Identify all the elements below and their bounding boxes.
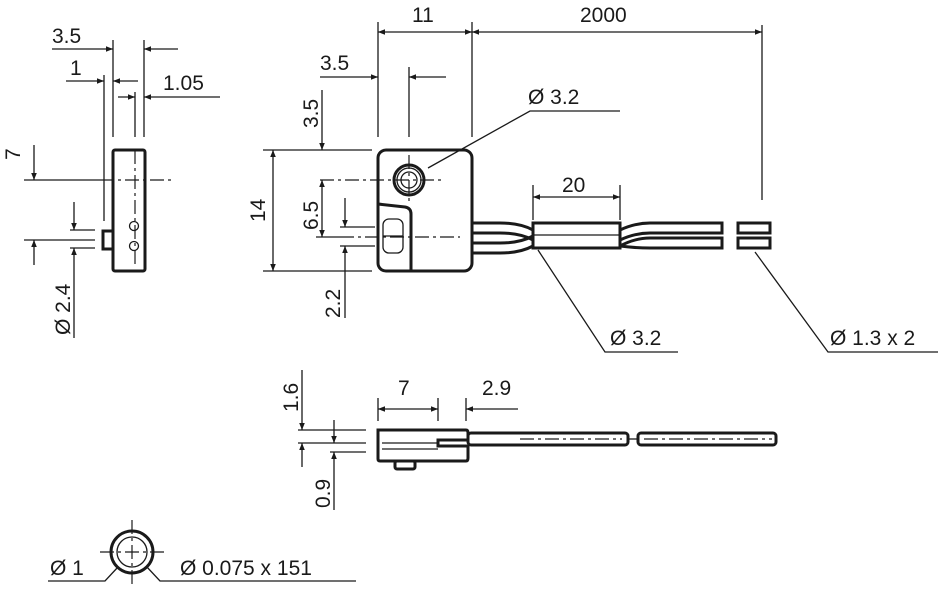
dim-front-height: 14: [247, 198, 270, 222]
side-lens-hole: [128, 240, 140, 252]
fiber-end-upper: [736, 221, 772, 235]
dim-top-thickness: 1.6: [280, 383, 303, 412]
dim-top-offset: 0.9: [312, 479, 335, 508]
cable-fiber-upper: [619, 221, 724, 242]
dim-cable-length: 2000: [580, 4, 627, 27]
fiber-end-lower: [736, 236, 772, 250]
dim-sleeve-length: 20: [562, 174, 585, 197]
fiber-core-circle: [116, 536, 148, 568]
side-lens-bump: [101, 229, 115, 251]
dim-lens-offset: 2.2: [322, 289, 345, 318]
top-tab: [393, 459, 417, 471]
dim-sleeve-diameter: Ø 3.2: [610, 327, 661, 350]
top-body: [376, 428, 470, 463]
dim-top-slot: 2.9: [482, 377, 511, 400]
dim-fiber-core: Ø 0.075 x 151: [180, 557, 312, 580]
side-view: 3.5 1 1.05 7 Ø 2.4: [2, 25, 220, 338]
dim-fiber-outer: Ø 1: [50, 557, 84, 580]
dim-hole-offset-y: 3.5: [300, 99, 323, 128]
dim-hole-offset-x: 3.5: [320, 52, 349, 75]
dim-hole-diameter: Ø 3.2: [528, 86, 579, 109]
fiber-section: Ø 1 Ø 0.075 x 151: [48, 520, 356, 586]
front-body: [376, 148, 474, 273]
dim-side-lens-offset: 1.05: [163, 72, 204, 95]
dim-side-offset: 1: [70, 57, 82, 80]
side-body: [111, 148, 147, 273]
dim-lens-spacing: 6.5: [300, 201, 323, 230]
cable-lower: [472, 234, 534, 255]
cable-fiber-lower: [619, 236, 724, 250]
side-lens-hole: [128, 220, 140, 232]
cable-upper: [472, 221, 534, 242]
dim-side-lens-diameter: Ø 2.4: [52, 283, 75, 335]
front-lens-window: [377, 202, 413, 271]
dim-side-width: 3.5: [52, 25, 81, 48]
dim-side-height: 7: [2, 148, 25, 160]
dim-front-width: 11: [412, 4, 434, 27]
top-view: 7 2.9 1.6 0.9: [280, 370, 778, 510]
dim-fiber-diameter: Ø 1.3 x 2: [830, 327, 915, 350]
top-cable-end: [636, 431, 778, 447]
dim-top-length: 7: [398, 377, 410, 400]
front-view: 11 2000 3.5 14 3.5 6.5 2.2 Ø 3.2: [247, 4, 938, 353]
